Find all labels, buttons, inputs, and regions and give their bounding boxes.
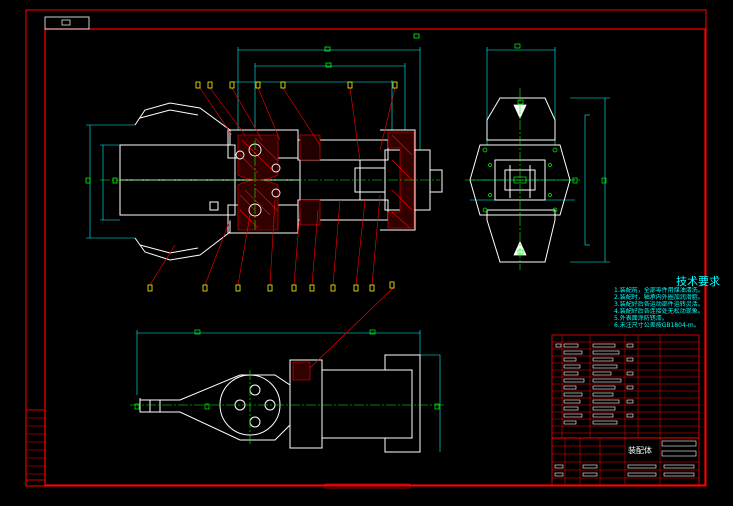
top-left-corner-box	[44, 16, 90, 30]
tech-requirement-line: 1.装配前，全部零件用煤油清洗。	[614, 287, 704, 294]
tech-requirement-line: 5.外表面涂防锈漆。	[614, 315, 668, 322]
front-view	[85, 33, 443, 292]
tech-requirement-line: 4.装配好后各连接处无松动现象。	[614, 308, 704, 315]
side-view	[465, 43, 610, 270]
parts-list	[551, 334, 700, 439]
tech-requirements-title: 技术要求	[676, 275, 720, 288]
top-view	[130, 281, 445, 453]
inner-border	[44, 28, 706, 486]
left-side-stack	[25, 409, 46, 481]
drawing-name: 装配体	[628, 446, 652, 455]
tech-requirement-line: 6.未注尺寸公差按GB1804-m。	[614, 322, 700, 329]
tech-requirement-line: 3.装配好后各运动部件运转灵活。	[614, 301, 704, 308]
tech-requirements-list: 1.装配前，全部零件用煤油清洗。 2.装配时，轴承内外圈加润滑脂。 3.装配好后…	[614, 287, 732, 329]
title-block	[551, 437, 700, 487]
tech-requirement-line: 2.装配时，轴承内外圈加润滑脂。	[614, 294, 704, 301]
outer-border	[25, 9, 707, 487]
bottom-center-mark	[324, 483, 411, 489]
